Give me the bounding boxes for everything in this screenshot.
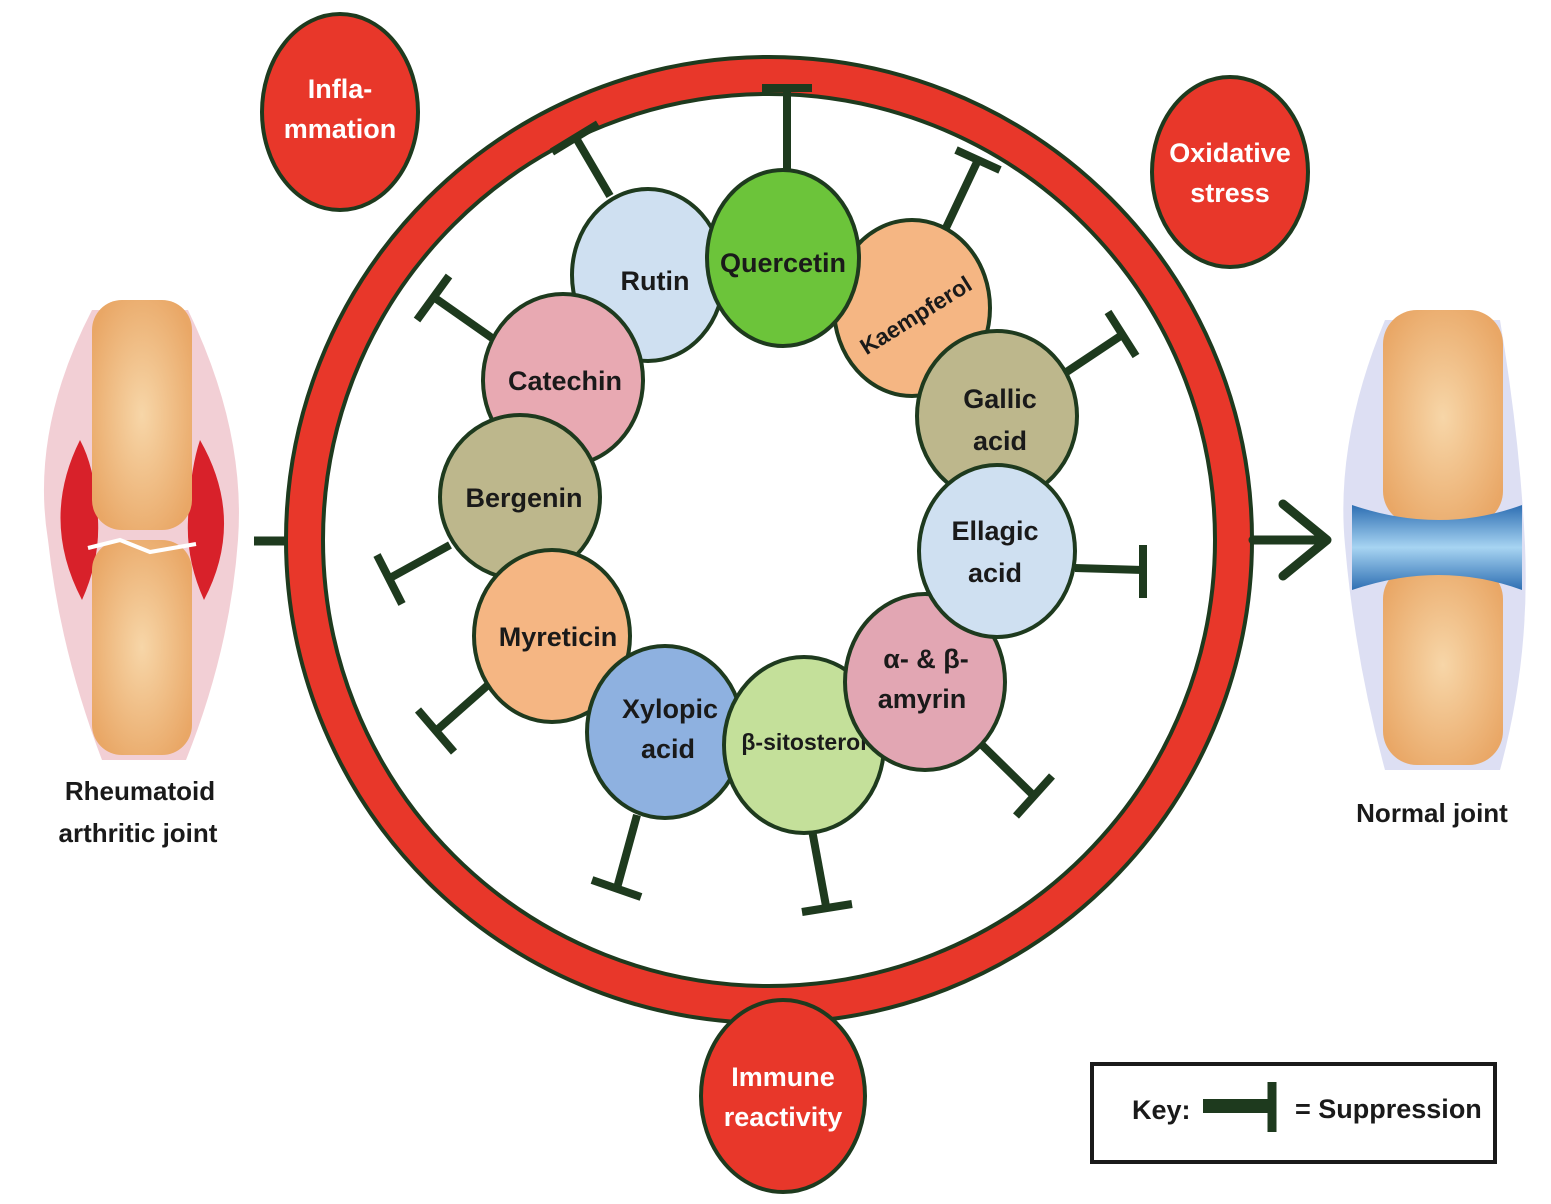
compound-amyrin: α- & β- amyrin xyxy=(843,592,1007,772)
compound-xylopic-label-line2: acid xyxy=(641,734,695,764)
compound-myreticin: Myreticin xyxy=(472,548,632,724)
compound-ellagic-label-line2: acid xyxy=(968,558,1022,588)
outcome-arrow xyxy=(1248,499,1332,581)
upper-bone-normal xyxy=(1383,310,1503,525)
suppression-marker-kaempferol xyxy=(941,146,1002,232)
compound-amyrin-circle xyxy=(843,592,1007,772)
compound-gallic-acid: Gallic acid xyxy=(915,329,1079,503)
suppression-marker-rutin xyxy=(549,120,614,199)
oxidative-label-line1: Oxidative xyxy=(1169,138,1291,168)
legend-box xyxy=(1090,1062,1497,1164)
legend-key-label: Key: xyxy=(1132,1095,1191,1125)
immune-reactivity-bubble xyxy=(699,998,867,1194)
rheumatoid-joint-illustration xyxy=(43,300,239,760)
damaged-joint-line xyxy=(87,537,197,555)
compound-ring: Rutin Catechin Bergenin Myreticin Xylopi… xyxy=(438,168,1079,835)
inflammation-bubble xyxy=(260,12,420,212)
immune-label-line1: Immune xyxy=(731,1062,835,1092)
legend-key: Key: = Suppression xyxy=(1090,1062,1497,1164)
swelling-right xyxy=(187,440,225,600)
immune-label-line2: reactivity xyxy=(724,1102,843,1132)
lower-bone-normal xyxy=(1383,565,1503,765)
compound-xylopic-label-line1: Xylopic xyxy=(622,694,718,724)
stressor-immune-reactivity: Immune reactivity xyxy=(699,998,867,1194)
compound-ellagic-circle xyxy=(917,463,1077,639)
suppression-marker-ellagic xyxy=(1074,545,1147,598)
rheumatoid-caption-line1: Rheumatoid xyxy=(65,776,215,806)
swelling-left xyxy=(60,440,99,600)
oxidative-stress-bubble xyxy=(1150,75,1310,269)
upper-bone xyxy=(92,300,192,530)
compound-bergenin-label: Bergenin xyxy=(465,483,582,513)
suppression-marker-gallic xyxy=(1059,309,1140,379)
normal-joint-illustration xyxy=(1343,310,1526,770)
compound-gallic-label-line2: acid xyxy=(973,426,1027,456)
suppression-marker-bergenin xyxy=(373,541,452,606)
compound-gallic-label-line1: Gallic xyxy=(963,384,1037,414)
oxidative-label-line2: stress xyxy=(1190,178,1270,208)
stressor-inflammation: Infla- mmation xyxy=(260,12,420,212)
normal-joint-caption: Normal joint xyxy=(1356,798,1508,828)
compound-quercetin: Quercetin xyxy=(705,168,861,348)
suppression-marker-quercetin xyxy=(762,84,812,170)
suppression-marker-amyrin xyxy=(979,742,1055,819)
compound-ellagic-acid: Ellagic acid xyxy=(917,463,1077,639)
compound-amyrin-label-line1: α- & β- xyxy=(883,644,969,674)
suppression-markers xyxy=(373,84,1147,916)
compound-sitosterol-label: β-sitosterol xyxy=(741,729,866,755)
suppression-marker-sitosterol xyxy=(801,829,853,916)
suppression-marker-xylopic xyxy=(590,813,643,901)
compound-myreticin-label: Myreticin xyxy=(499,622,618,652)
stressor-oxidative-stress: Oxidative stress xyxy=(1150,75,1310,269)
healthy-cartilage xyxy=(1352,505,1522,590)
inflammation-label-line2: mmation xyxy=(284,114,397,144)
rheumatoid-caption-line2: arthritic joint xyxy=(59,818,218,848)
compound-xylopic-circle xyxy=(585,644,745,820)
lower-bone xyxy=(92,540,192,755)
compound-quercetin-label: Quercetin xyxy=(720,248,846,278)
suppression-marker-catechin xyxy=(413,273,495,342)
compound-xylopic-acid: Xylopic acid xyxy=(585,644,745,820)
compound-catechin-label: Catechin xyxy=(508,366,622,396)
legend-suppression-text: = Suppression xyxy=(1295,1094,1482,1124)
suppression-marker-myreticin xyxy=(414,682,491,755)
inflammation-label-line1: Infla- xyxy=(308,74,373,104)
compound-quercetin-circle xyxy=(705,168,861,348)
compound-rutin-label: Rutin xyxy=(621,266,690,296)
compound-amyrin-label-line2: amyrin xyxy=(878,684,967,714)
compound-ellagic-label-line1: Ellagic xyxy=(951,516,1038,546)
compound-myreticin-circle xyxy=(472,548,632,724)
